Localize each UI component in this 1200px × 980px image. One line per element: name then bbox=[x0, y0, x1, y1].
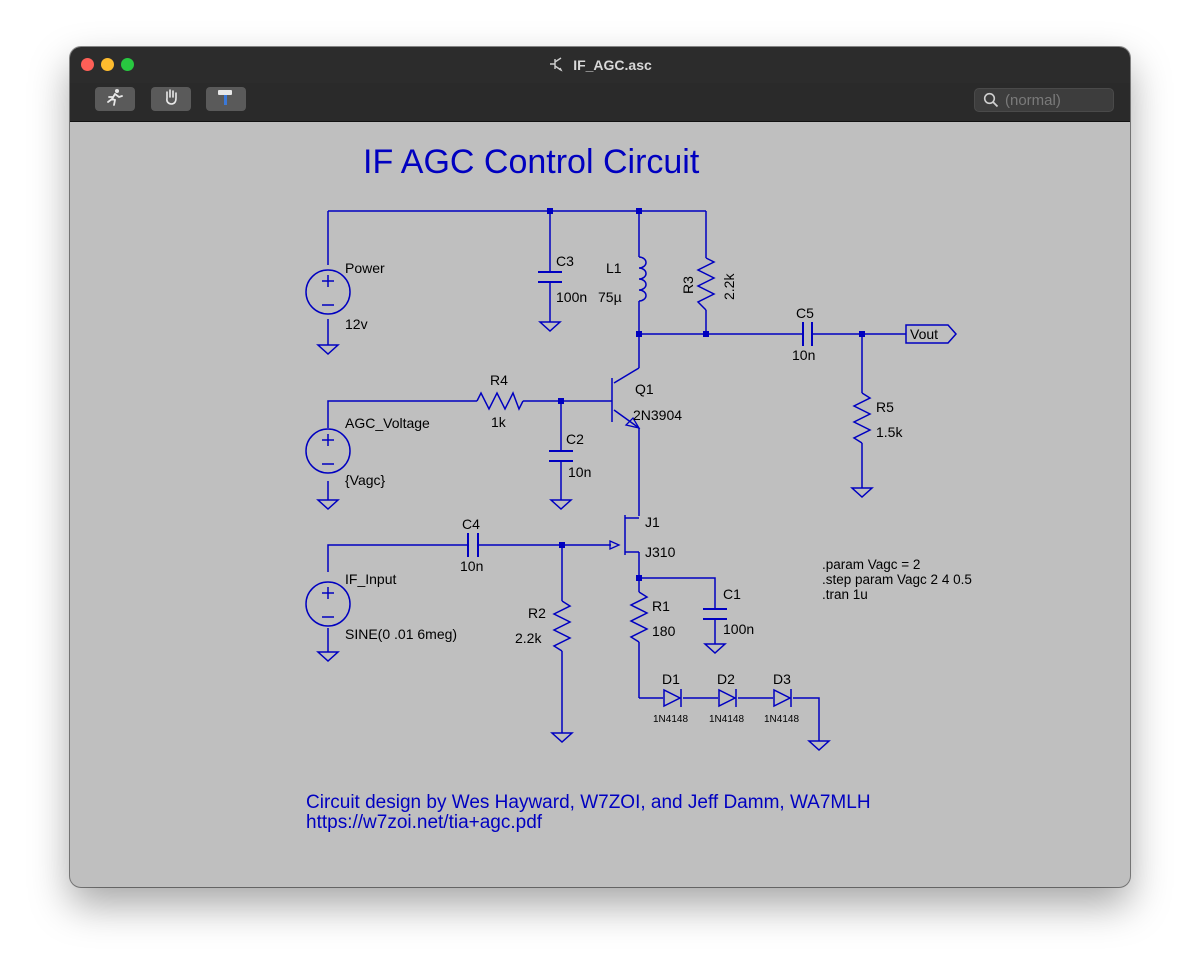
vout-net-flag[interactable] bbox=[905, 324, 958, 344]
wires bbox=[327, 210, 906, 741]
resistor-r1 bbox=[629, 591, 649, 643]
j1-name: J1 bbox=[645, 514, 660, 530]
resistor-r3 bbox=[696, 257, 716, 311]
power-name: Power bbox=[345, 260, 385, 276]
search-icon bbox=[983, 92, 999, 108]
c2-name: C2 bbox=[566, 431, 584, 447]
ground-ifinput bbox=[316, 651, 340, 663]
ifinput-value: SINE(0 .01 6meg) bbox=[345, 626, 457, 642]
c1-value: 100n bbox=[723, 621, 754, 637]
ground-c2 bbox=[549, 499, 573, 511]
schematic-title: IF AGC Control Circuit bbox=[363, 143, 700, 181]
app-window: IF_AGC.asc bbox=[70, 47, 1130, 887]
pan-button[interactable] bbox=[151, 87, 191, 111]
r4-name: R4 bbox=[490, 372, 508, 388]
d3-name: D3 bbox=[773, 671, 791, 687]
d1-name: D1 bbox=[662, 671, 680, 687]
ground-r2 bbox=[550, 732, 574, 744]
capacitors bbox=[467, 271, 813, 620]
hand-icon bbox=[162, 88, 180, 111]
r4-value: 1k bbox=[491, 414, 507, 430]
q1-emitter-arrow bbox=[624, 416, 641, 429]
directive-step[interactable]: .step param Vagc 2 4 0.5 bbox=[822, 572, 972, 587]
j1-gate-arrow bbox=[609, 539, 621, 551]
ground-c1 bbox=[703, 643, 727, 655]
ifinput-name: IF_Input bbox=[345, 571, 396, 587]
c5-name: C5 bbox=[796, 305, 814, 321]
r3-value: 2.2k bbox=[721, 273, 737, 300]
d2-name: D2 bbox=[717, 671, 735, 687]
voltage-source-agc bbox=[305, 428, 351, 474]
r2-name: R2 bbox=[528, 605, 546, 621]
power-value: 12v bbox=[345, 316, 368, 332]
run-icon bbox=[106, 88, 124, 111]
minimize-window-button[interactable] bbox=[101, 58, 114, 71]
close-window-button[interactable] bbox=[81, 58, 94, 71]
ground-c3 bbox=[538, 321, 562, 333]
r1-name: R1 bbox=[652, 598, 670, 614]
capacitor-c3 bbox=[538, 271, 562, 283]
vout-label: Vout bbox=[910, 326, 938, 342]
r5-name: R5 bbox=[876, 399, 894, 415]
halt-button[interactable] bbox=[206, 87, 246, 111]
credit-line: Circuit design by Wes Hayward, W7ZOI, an… bbox=[306, 792, 871, 813]
c1-name: C1 bbox=[723, 586, 741, 602]
window-title: IF_AGC.asc bbox=[573, 57, 652, 73]
diode-d3 bbox=[773, 688, 792, 708]
c3-name: C3 bbox=[556, 253, 574, 269]
voltage-source-ifinput bbox=[305, 581, 351, 627]
c4-value: 10n bbox=[460, 558, 483, 574]
r3-name: R3 bbox=[680, 276, 696, 294]
c5-value: 10n bbox=[792, 347, 815, 363]
ground-agc bbox=[316, 499, 340, 511]
search-input[interactable] bbox=[1005, 91, 1105, 109]
d1-value: 1N4148 bbox=[653, 714, 688, 725]
resistor-r5 bbox=[852, 392, 872, 444]
title-bar: IF_AGC.asc bbox=[70, 47, 1130, 84]
schematic-canvas[interactable]: IF AGC Control Circuit bbox=[70, 122, 1130, 887]
c3-value: 100n bbox=[556, 289, 587, 305]
l1-name: L1 bbox=[606, 260, 622, 276]
capacitor-c5 bbox=[802, 322, 813, 346]
capacitor-c2 bbox=[549, 450, 573, 462]
q1-value: 2N3904 bbox=[633, 407, 682, 423]
agc-name: AGC_Voltage bbox=[345, 415, 430, 431]
capacitor-c4 bbox=[467, 533, 479, 557]
l1-value: 75µ bbox=[598, 289, 622, 305]
ground-d3 bbox=[807, 740, 831, 752]
capacitor-c1 bbox=[703, 608, 727, 620]
resistor-r4 bbox=[476, 391, 524, 411]
resistor-r2 bbox=[552, 600, 572, 652]
directive-param[interactable]: .param Vagc = 2 bbox=[822, 557, 920, 572]
r2-value: 2.2k bbox=[515, 630, 542, 646]
q1-name: Q1 bbox=[635, 381, 654, 397]
grounds bbox=[316, 321, 874, 752]
d2-value: 1N4148 bbox=[709, 714, 744, 725]
j1-value: J310 bbox=[645, 544, 676, 560]
ground-power bbox=[316, 344, 340, 356]
diode-d1 bbox=[663, 688, 682, 708]
credit-url: https://w7zoi.net/tia+agc.pdf bbox=[306, 812, 543, 833]
search-box[interactable] bbox=[974, 88, 1114, 112]
schematic-file-icon bbox=[548, 55, 566, 76]
r5-value: 1.5k bbox=[876, 424, 903, 440]
directive-tran[interactable]: .tran 1u bbox=[822, 587, 868, 602]
diode-d2 bbox=[718, 688, 737, 708]
toolbar bbox=[70, 83, 1130, 122]
run-button[interactable] bbox=[95, 87, 135, 111]
resistors bbox=[476, 257, 872, 652]
c2-value: 10n bbox=[568, 464, 591, 480]
voltage-source-power bbox=[305, 269, 351, 315]
hammer-icon bbox=[216, 88, 236, 111]
r1-value: 180 bbox=[652, 623, 676, 639]
c4-name: C4 bbox=[462, 516, 480, 532]
ground-r5 bbox=[850, 487, 874, 499]
d3-value: 1N4148 bbox=[764, 714, 799, 725]
agc-value: {Vagc} bbox=[345, 472, 386, 488]
junctions bbox=[547, 208, 865, 581]
inductor-l1 bbox=[638, 256, 647, 302]
zoom-window-button[interactable] bbox=[121, 58, 134, 71]
